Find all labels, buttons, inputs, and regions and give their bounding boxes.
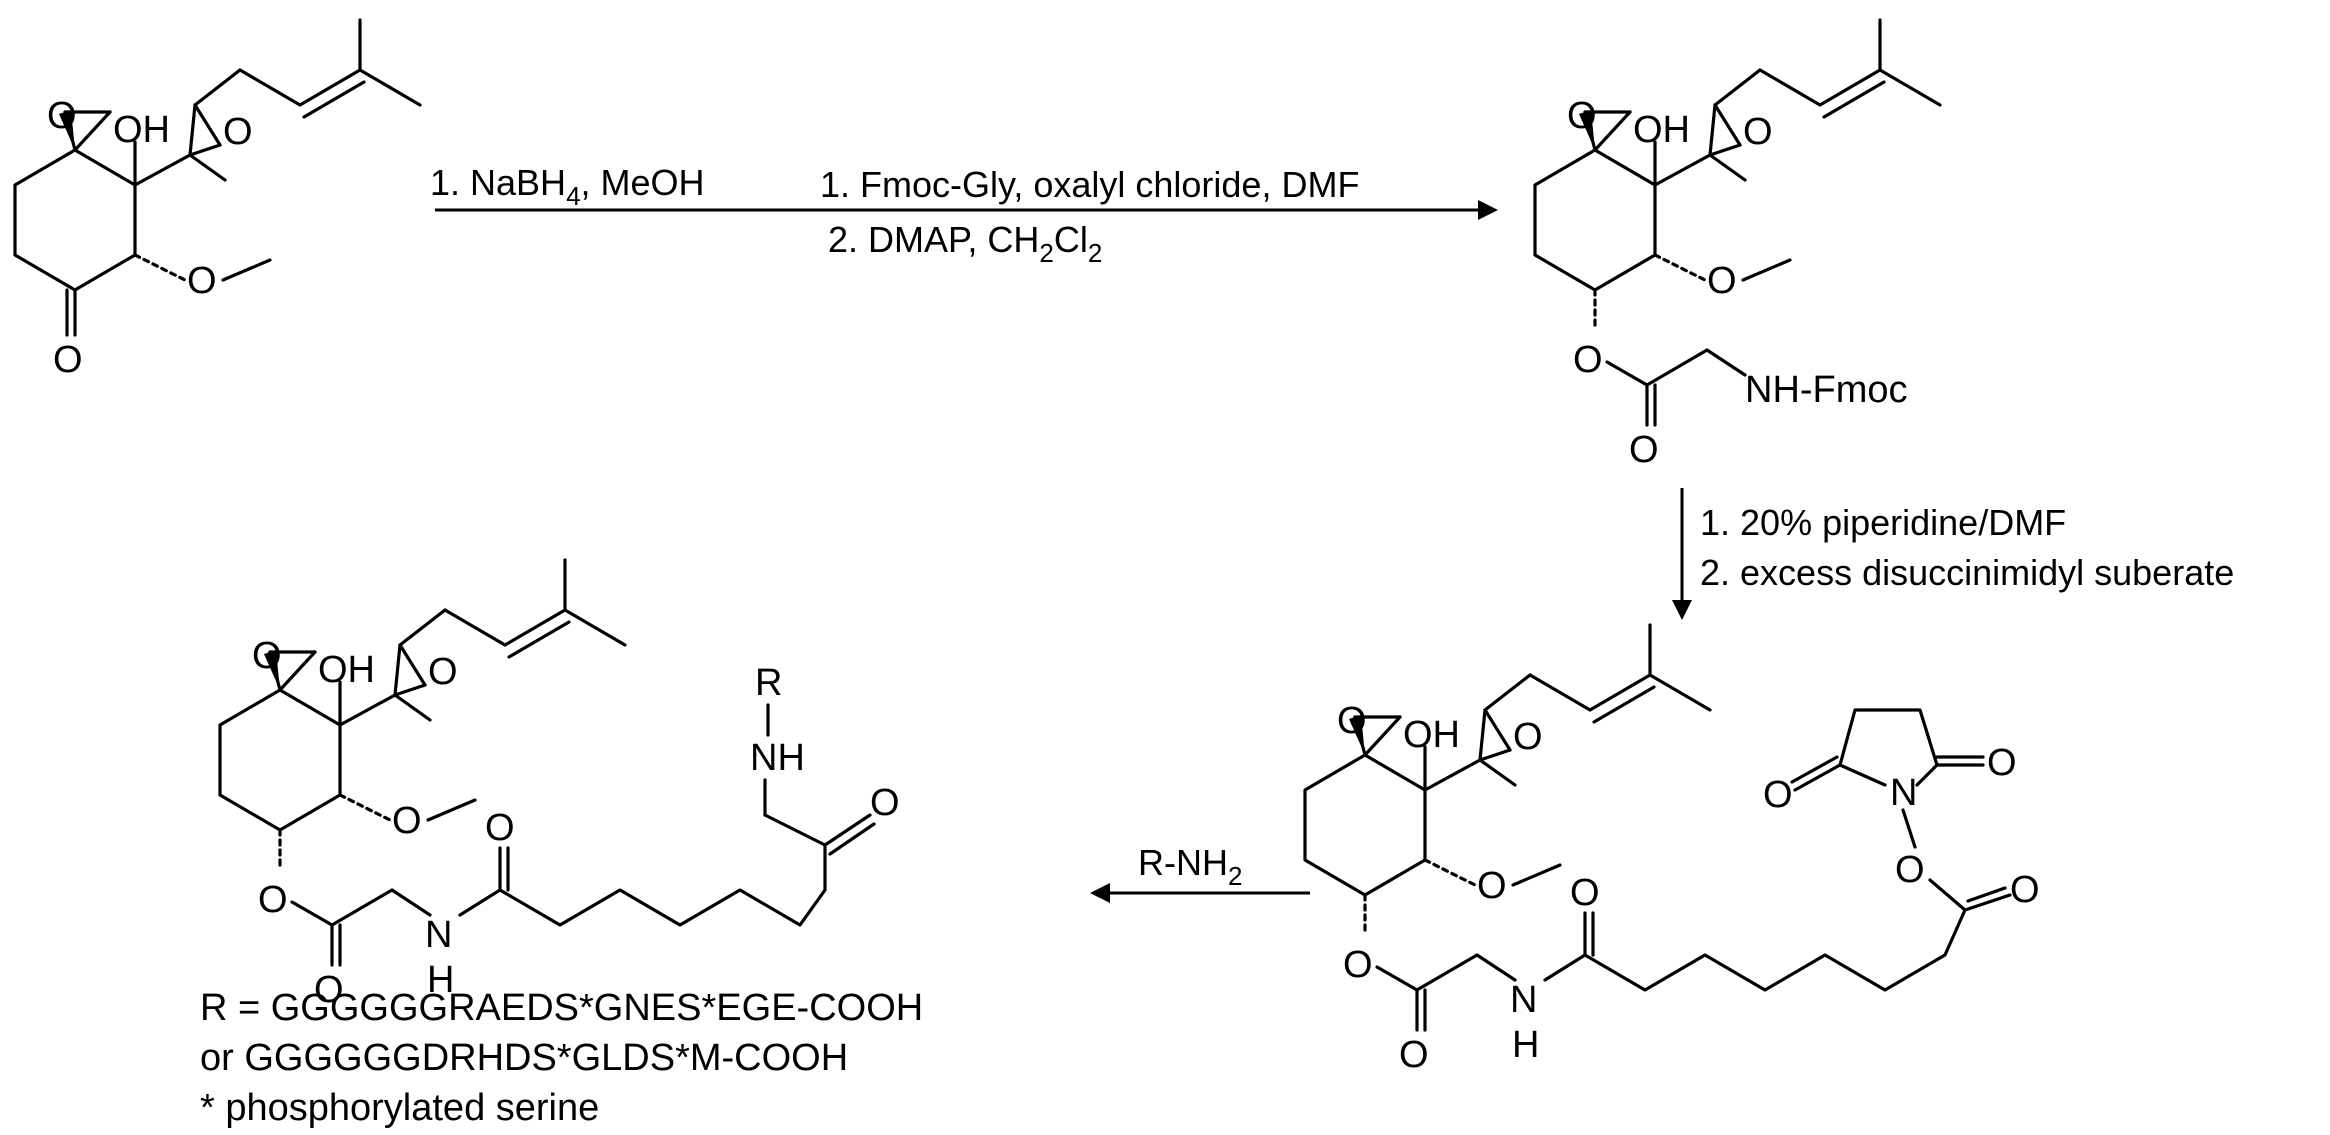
sidechain-epoxide-oxygen: O xyxy=(1743,111,1773,153)
epoxide-oxygen: O xyxy=(1567,95,1597,137)
methoxy-oxygen: O xyxy=(392,800,422,842)
footnote-line-3: * phosphorylated serine xyxy=(200,1087,599,1129)
amide-n: N xyxy=(1510,979,1537,1021)
nhs-activated-ester: O O N H O O O N O O O OH O O xyxy=(1303,623,2040,1076)
methoxy-oxygen: O xyxy=(1707,260,1737,302)
carbonyl-oxygen: O xyxy=(1399,1034,1429,1076)
hydroxyl-label: OH xyxy=(318,649,375,691)
hydroxyl-label: OH xyxy=(113,109,170,151)
sidechain-epoxide-oxygen: O xyxy=(428,651,458,693)
nh-label: NH xyxy=(750,737,805,779)
reaction-arrow-1: 1. NaBH4, MeOH 1. Fmoc-Gly, oxalyl chlor… xyxy=(430,162,1498,268)
r-group-label: R xyxy=(755,662,782,704)
hydroxyl-label: OH xyxy=(1403,714,1460,756)
step4-reagent: R-NH2 xyxy=(1138,842,1242,891)
ketone-oxygen: O xyxy=(53,339,83,381)
epoxide-oxygen: O xyxy=(1337,700,1367,742)
amide-h: H xyxy=(427,959,454,1001)
nh-fmoc-label: NH-Fmoc xyxy=(1745,369,1908,411)
reaction-arrow-3: R-NH2 xyxy=(1090,842,1310,903)
succinimide-n: N xyxy=(1890,772,1917,814)
nhs-ester-carbonyl-oxygen: O xyxy=(2010,869,2040,911)
amide-h: H xyxy=(1512,1024,1539,1066)
amide-carbonyl-oxygen: O xyxy=(1570,872,1600,914)
keto-oxygen: O xyxy=(870,782,900,824)
ester-oxygen: O xyxy=(258,879,288,921)
footnote-line-1: R = GGGGGGRAEDS*GNES*EGE-COOH xyxy=(200,987,923,1029)
sidechain-epoxide-oxygen: O xyxy=(1513,716,1543,758)
footnote: R = GGGGGGRAEDS*GNES*EGE-COOH or GGGGGGD… xyxy=(200,987,923,1129)
peptide-conjugate: O O N H O O NH R O OH O O xyxy=(218,558,900,1011)
amide-carbonyl-oxygen: O xyxy=(485,807,515,849)
epoxide-oxygen: O xyxy=(252,635,282,677)
ester-oxygen: O xyxy=(1573,339,1603,381)
reaction-arrow-2: 1. 20% piperidine/DMF 2. excess disuccin… xyxy=(1672,488,2234,620)
hydroxyl-label: OH xyxy=(1633,109,1690,151)
methoxy-oxygen: O xyxy=(187,260,217,302)
starting-material: O O OH O O xyxy=(13,18,422,381)
sidechain-epoxide-oxygen: O xyxy=(223,111,253,153)
step2-condition-line2: 2. DMAP, CH2Cl2 xyxy=(828,219,1102,268)
epoxide-oxygen: O xyxy=(47,95,77,137)
step3-condition-line1: 1. 20% piperidine/DMF xyxy=(1700,502,2066,543)
step1-condition: 1. NaBH4, MeOH xyxy=(430,162,705,211)
carbonyl-oxygen: O xyxy=(314,969,344,1011)
methoxy-oxygen: O xyxy=(1477,865,1507,907)
amide-n: N xyxy=(425,914,452,956)
ester-oxygen: O xyxy=(1343,944,1373,986)
nhs-ester-oxygen: O xyxy=(1895,849,1925,891)
footnote-line-2: or GGGGGGDRHDS*GLDS*M-COOH xyxy=(200,1037,848,1079)
succinimide-oxygen-left: O xyxy=(1763,774,1793,816)
step2-condition-line1: 1. Fmoc-Gly, oxalyl chloride, DMF xyxy=(820,164,1359,205)
succinimide-oxygen-right: O xyxy=(1987,742,2017,784)
fmoc-glycine-ester: O O NH-Fmoc O OH O O xyxy=(1533,18,1942,471)
step3-condition-line2: 2. excess disuccinimidyl suberate xyxy=(1700,552,2234,593)
carbonyl-oxygen: O xyxy=(1629,429,1659,471)
